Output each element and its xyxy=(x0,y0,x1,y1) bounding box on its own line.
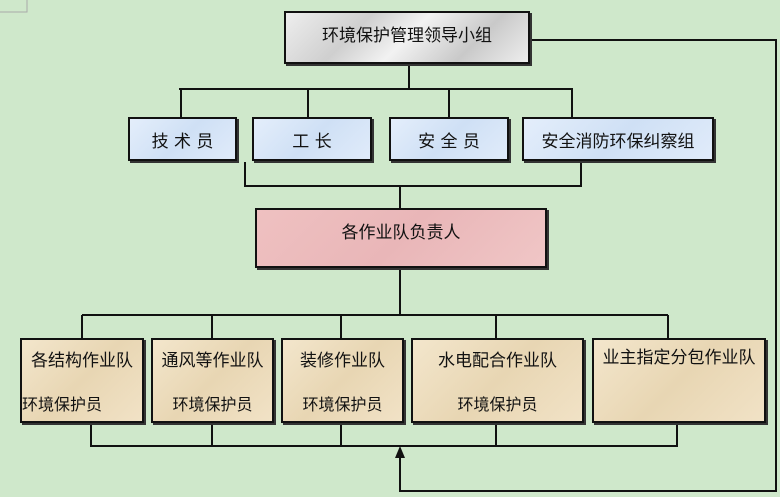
team-name: 各结构作业队 xyxy=(31,351,133,371)
team-protector: 环境保护员 xyxy=(457,395,538,414)
team-name: 业主指定分包作业队 xyxy=(602,348,756,368)
team-protector: 环境保护员 xyxy=(22,395,103,414)
team-name: 水电配合作业队 xyxy=(438,351,557,371)
team-box: 水电配合作业队 环境保护员 xyxy=(411,338,584,423)
role-box-foreman: 工 长 xyxy=(252,117,372,161)
team-box: 装修作业队 环境保护员 xyxy=(281,338,404,423)
role-box-safety-officer: 安 全 员 xyxy=(389,117,509,161)
team-box: 通风等作业队 环境保护员 xyxy=(151,338,274,423)
team-protector: 环境保护员 xyxy=(172,395,253,414)
team-name: 装修作业队 xyxy=(300,351,385,371)
team-protector: 环境保护员 xyxy=(302,395,383,414)
role-box-patrol-group: 安全消防环保纠察组 xyxy=(522,117,714,161)
team-name: 通风等作业队 xyxy=(161,351,264,371)
arrow-head-icon xyxy=(395,446,405,458)
manager-box: 各作业队负责人 xyxy=(255,208,547,268)
role-box-technician: 技 术 员 xyxy=(128,117,237,161)
team-box: 各结构作业队 环境保护员 xyxy=(20,338,144,423)
team-box: 业主指定分包作业队 xyxy=(592,338,766,423)
leader-box: 环境保护管理领导小组 xyxy=(284,11,530,64)
